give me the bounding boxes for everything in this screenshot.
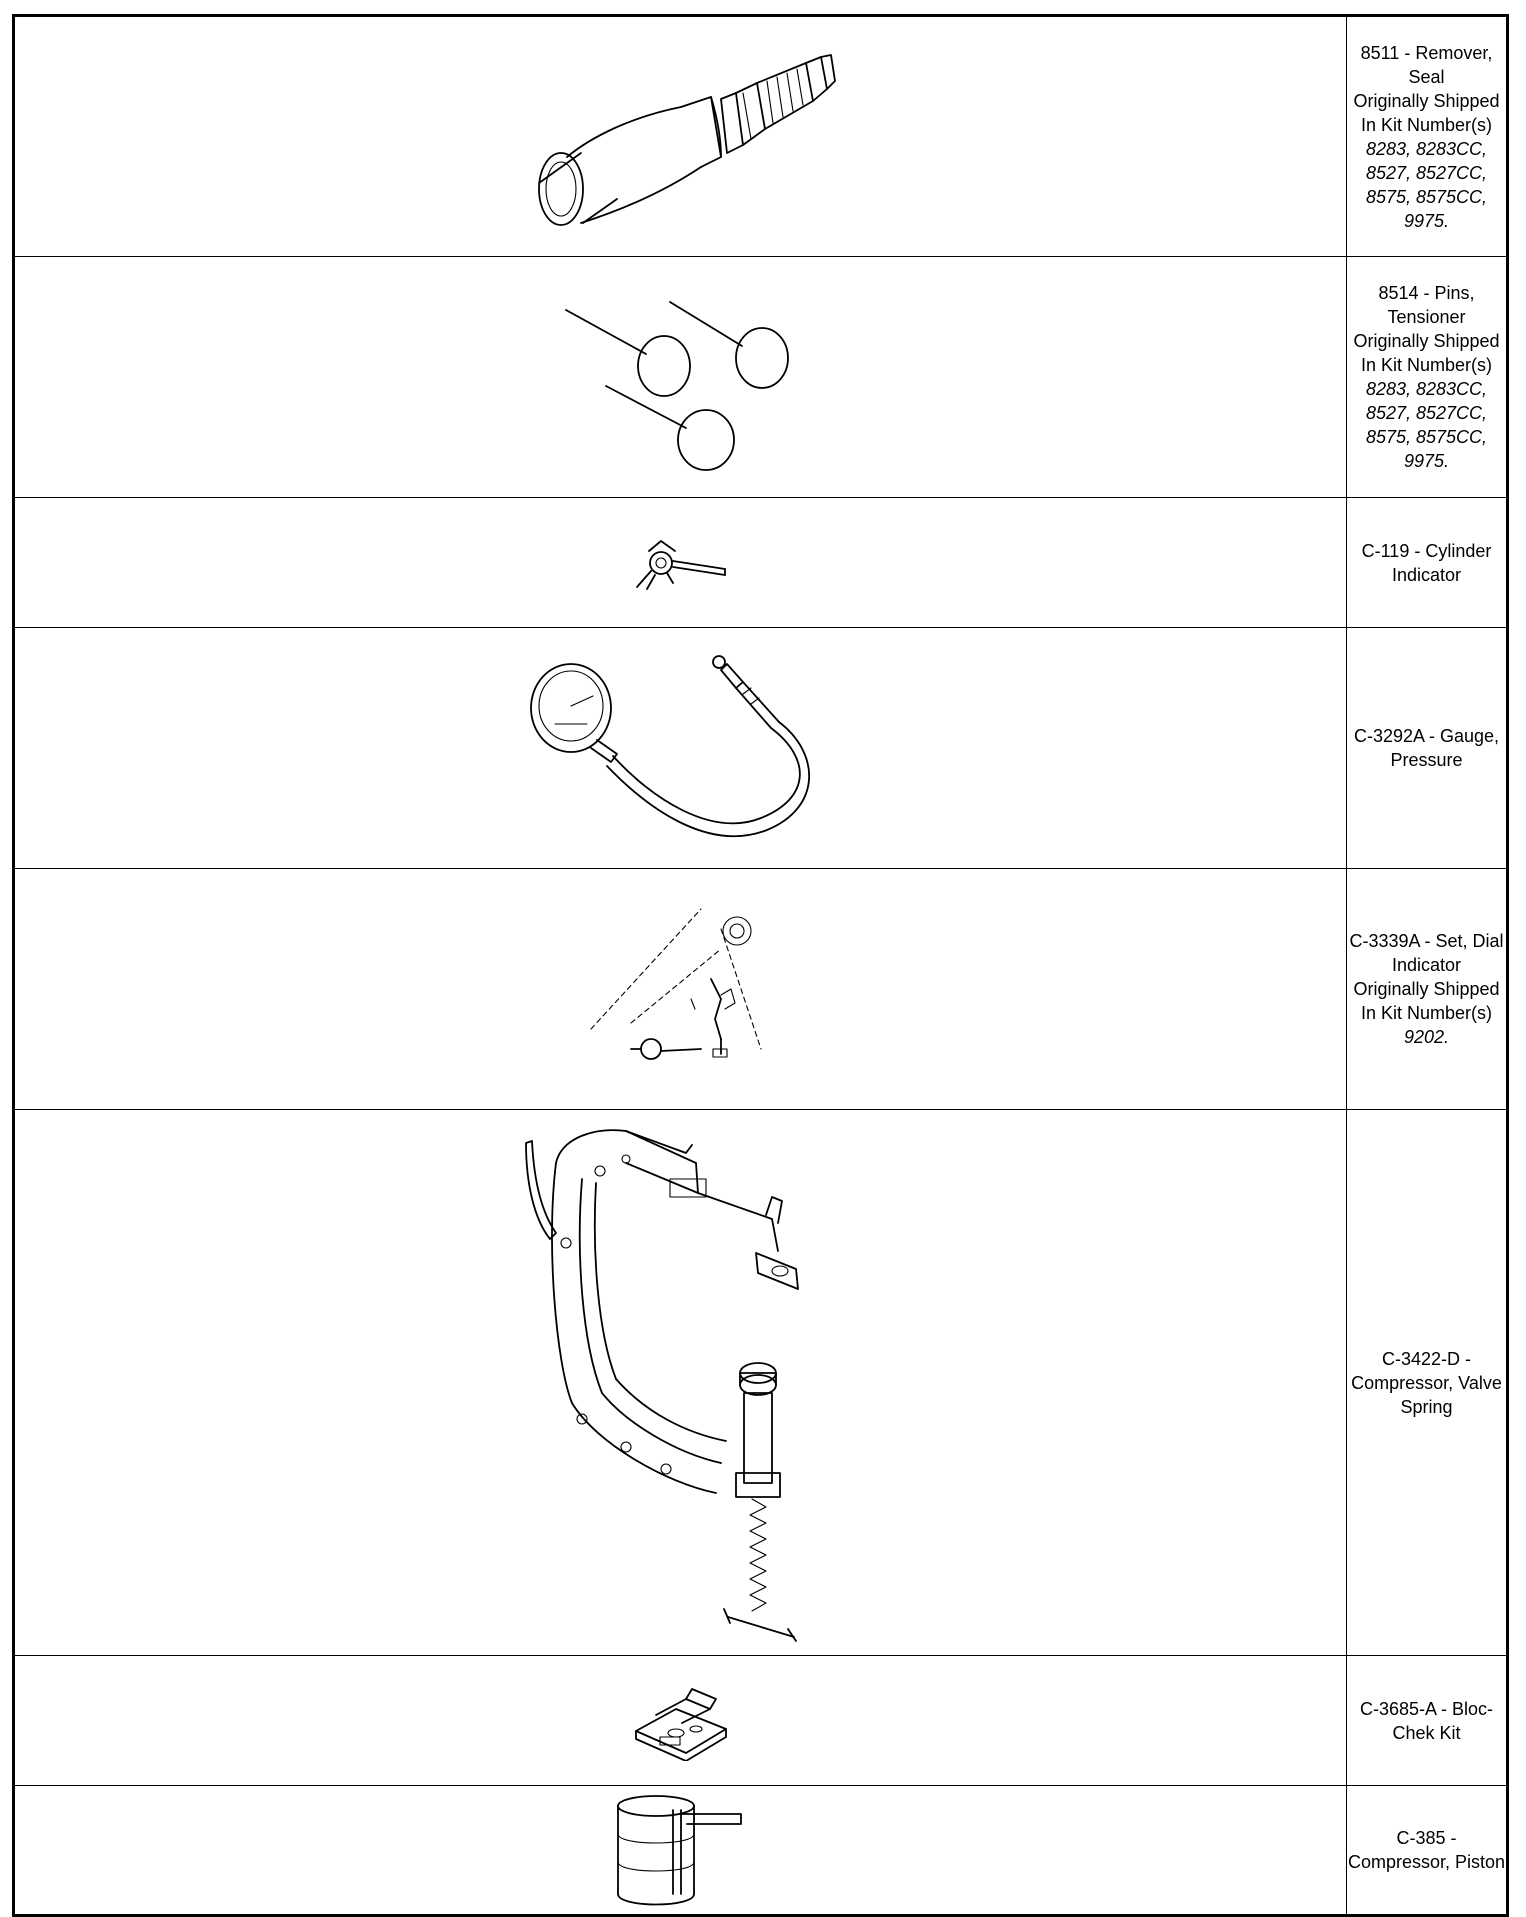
table-row: C-119 - Cylinder Indicator	[13, 497, 1508, 628]
tensioner-pins-icon	[564, 301, 789, 471]
special-tools-table: 8511 - Remover, Seal Originally Shipped …	[12, 14, 1509, 1917]
tool-name: 8511 - Remover, Seal	[1360, 42, 1493, 87]
piston-compressor-icon	[616, 1795, 742, 1906]
tool-description-cell: 8514 - Pins, Tensioner Originally Shippe…	[1346, 256, 1508, 498]
tool-description-cell: 8511 - Remover, Seal Originally Shipped …	[1346, 15, 1508, 257]
tool-name: C-3685-A - Bloc-Chek Kit	[1359, 1698, 1494, 1743]
tool-illustration-cell	[13, 1655, 1347, 1786]
tool-description-cell: C-3422-D - Compressor, Valve Spring	[1346, 1109, 1508, 1656]
bloc-chek-kit-icon	[634, 1687, 727, 1761]
tool-illustration-cell	[13, 1109, 1347, 1656]
tool-name: C-3292A - Gauge, Pressure	[1353, 726, 1500, 770]
tool-illustration-cell	[13, 627, 1347, 869]
tool-description-cell: C-119 - Cylinder Indicator	[1346, 497, 1508, 628]
cylinder-indicator-icon	[635, 539, 726, 590]
tool-name: 8514 - Pins, Tensioner	[1378, 283, 1475, 327]
tool-name: C-3339A - Set, Dial Indicator	[1349, 931, 1504, 975]
valve-spring-compressor-icon	[524, 1128, 799, 1642]
tool-name: C-385 - Compressor, Piston	[1347, 1828, 1506, 1872]
table-row: C-3422-D - Compressor, Valve Spring	[13, 1109, 1508, 1656]
table-row: C-3292A - Gauge, Pressure	[13, 627, 1508, 869]
tool-name: C-3422-D - Compressor, Valve Spring	[1351, 1348, 1502, 1417]
seal-remover-icon	[537, 53, 836, 226]
kit-numbers: 9202.	[1403, 1027, 1450, 1047]
kit-note: Originally Shipped In Kit Number(s)	[1353, 979, 1500, 1023]
tool-description-cell: C-3292A - Gauge, Pressure	[1346, 627, 1508, 869]
tool-description-cell: C-3685-A - Bloc-Chek Kit	[1346, 1655, 1508, 1786]
tool-illustration-cell	[13, 1785, 1347, 1916]
kit-note: Originally Shipped In Kit Number(s)	[1353, 331, 1500, 375]
dial-indicator-set-icon	[589, 908, 762, 1060]
tool-illustration-cell	[13, 497, 1347, 628]
tool-description-cell: C-385 - Compressor, Piston	[1346, 1785, 1508, 1916]
table-row: C-3685-A - Bloc-Chek Kit	[13, 1655, 1508, 1786]
tool-name: C-119 - Cylinder Indicator	[1361, 540, 1492, 585]
tool-illustration-cell	[13, 256, 1347, 498]
kit-numbers: 8283, 8283CC, 8527, 8527CC, 8575, 8575CC…	[1365, 138, 1488, 231]
tool-description-cell: C-3339A - Set, Dial Indicator Originally…	[1346, 868, 1508, 1110]
kit-note: Originally Shipped In Kit Number(s)	[1353, 90, 1500, 135]
kit-numbers: 8283, 8283CC, 8527, 8527CC, 8575, 8575CC…	[1365, 379, 1488, 471]
table-row: C-385 - Compressor, Piston	[13, 1785, 1508, 1916]
table-row: 8514 - Pins, Tensioner Originally Shippe…	[13, 256, 1508, 498]
pressure-gauge-icon	[529, 655, 810, 838]
tool-illustration-cell	[13, 15, 1347, 257]
table-row: C-3339A - Set, Dial Indicator Originally…	[13, 868, 1508, 1110]
table-row: 8511 - Remover, Seal Originally Shipped …	[13, 15, 1508, 257]
tool-illustration-cell	[13, 868, 1347, 1110]
